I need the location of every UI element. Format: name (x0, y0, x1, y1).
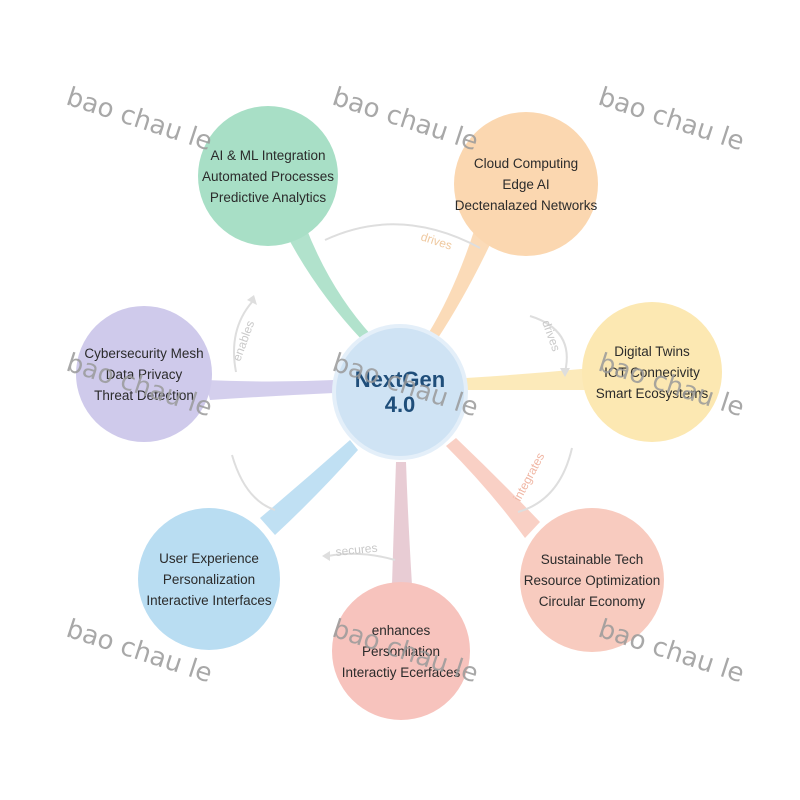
node-twins-line3: Smart Ecosystems (595, 385, 709, 401)
arrow-enables (233, 301, 253, 373)
label-secures: secures (335, 541, 378, 559)
stem-enhances (392, 462, 412, 585)
node-cyber-line2: Data Privacy (105, 366, 183, 382)
stem-twins (466, 368, 595, 390)
node-sustainable-tech: Sustainable Tech Resource Optimization C… (520, 508, 664, 652)
node-sustain-line3: Circular Economy (538, 593, 646, 609)
node-ai-ml-line1: AI & ML Integration (210, 147, 326, 163)
stem-cloud (428, 228, 495, 338)
node-ux-line2: Personalization (162, 571, 256, 587)
node-cloud-computing: Cloud Computing Edge AI Dectenalazed Net… (454, 112, 598, 256)
node-sustain-line1: Sustainable Tech (540, 551, 644, 567)
center-hub: NextGen 4.0 (332, 324, 468, 460)
node-cloud-line3: Dectenalazed Networks (454, 197, 598, 213)
arrowhead-enables (247, 295, 257, 305)
label-integrates: integrates (510, 450, 547, 503)
node-ux-line3: Interactive Interfaces (146, 592, 272, 608)
arrow-integrates (517, 447, 573, 513)
node-digital-twins: Digital Twins IOT Connecivity Smart Ecos… (582, 302, 722, 442)
node-twins-line1: Digital Twins (614, 343, 690, 359)
stem-cyber (205, 380, 334, 400)
node-ai-ml-line3: Predictive Analytics (209, 189, 327, 205)
label-drives-right: drives (539, 318, 563, 353)
center-title-line2: 4.0 (384, 392, 416, 417)
center-title-line1: NextGen (354, 367, 446, 392)
stem-sustain (446, 438, 540, 538)
stem-ai (285, 225, 372, 340)
node-enhances-line3: Interactiy Ecerfaces (341, 664, 461, 680)
node-sustain-line2: Resource Optimization (523, 572, 661, 588)
arrow-secures (327, 552, 396, 561)
node-cyber-line1: Cybersecurity Mesh (84, 345, 204, 361)
node-twins-line2: IOT Connecivity (604, 364, 700, 380)
arrowhead-drives-right (560, 368, 570, 377)
node-enhances: enhances Personliation Interactiy Ecerfa… (332, 582, 470, 720)
arrow-lower-left (231, 454, 276, 511)
node-user-experience: User Experience Personalization Interact… (138, 508, 280, 650)
node-cloud-line2: Edge AI (502, 176, 550, 192)
arrow-drives-right (529, 315, 568, 373)
node-enhances-line1: enhances (371, 622, 431, 638)
arrowhead-secures (322, 551, 330, 561)
arrow-drives-top (324, 223, 481, 249)
stem-ux (260, 440, 358, 535)
node-enhances-line2: Personliation (361, 643, 441, 659)
node-cloud-line1: Cloud Computing (473, 155, 579, 171)
node-cybersecurity: Cybersecurity Mesh Data Privacy Threat D… (76, 306, 212, 442)
node-ai-ml-line2: Automated Processes (201, 168, 335, 184)
node-cyber-line3: Threat Detection (94, 387, 194, 403)
node-ai-ml: AI & ML Integration Automated Processes … (198, 106, 338, 246)
node-ux-line1: User Experience (159, 550, 259, 566)
